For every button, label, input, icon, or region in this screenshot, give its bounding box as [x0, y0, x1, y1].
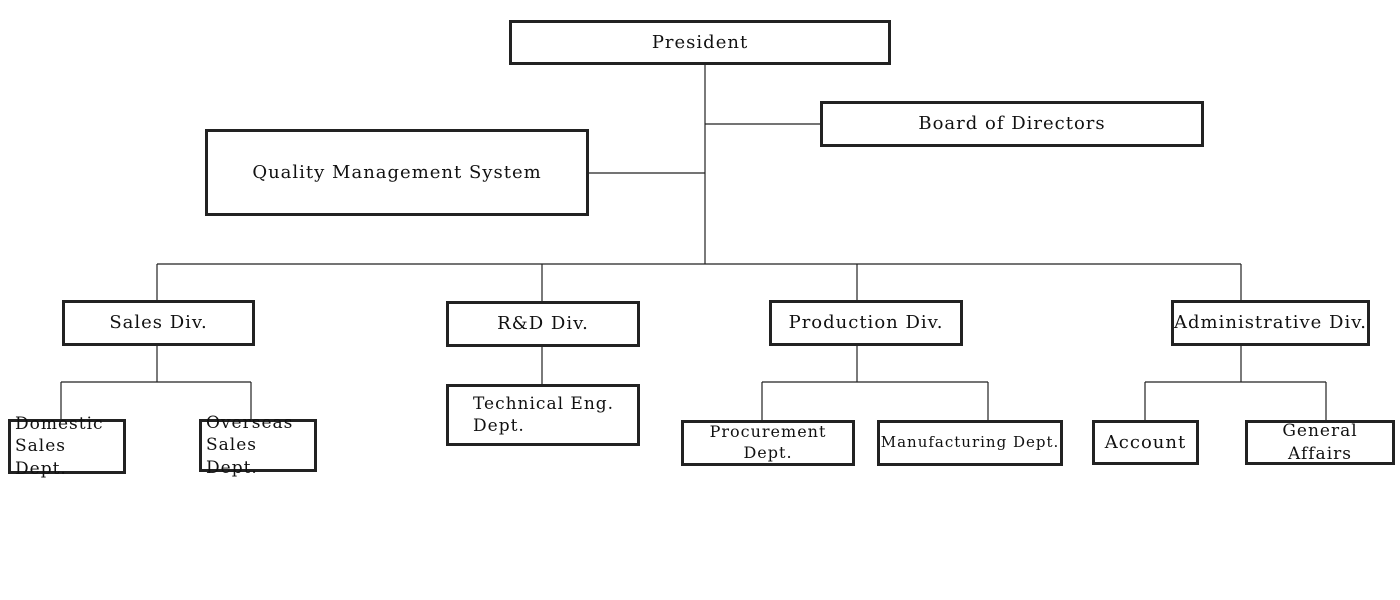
president-box: President [509, 20, 891, 65]
domestic-sales-dept-box: Domestic Sales Dept. [8, 414, 126, 479]
production-division-box: Production Div. [769, 300, 963, 346]
president-label: President [651, 31, 749, 53]
quality-management-system-box: Quality Management System [205, 129, 589, 216]
manufacturing-dept-label: Manufacturing Dept. [880, 433, 1060, 452]
procurement-dept-box: Procurement Dept. [681, 420, 855, 466]
overseas-sales-dept-box: Overseas Sales Dept. [199, 413, 317, 478]
technical-eng-dept-label: Technical Eng. Dept. [473, 393, 615, 436]
administrative-division-box: Administrative Div. [1171, 300, 1370, 346]
procurement-dept-label: Procurement Dept. [709, 422, 827, 462]
board-of-directors-box: Board of Directors [820, 101, 1204, 147]
board-of-directors-label: Board of Directors [918, 113, 1106, 135]
rnd-division-label: R&D Div. [497, 313, 589, 335]
administrative-division-label: Administrative Div. [1174, 312, 1367, 334]
rnd-division-box: R&D Div. [446, 301, 640, 347]
domestic-sales-dept-label: Domestic Sales Dept. [15, 414, 104, 479]
overseas-sales-dept-label: Overseas Sales Dept. [206, 413, 294, 478]
general-affairs-box: General Affairs [1245, 420, 1395, 465]
account-label: Account [1104, 431, 1187, 453]
production-division-label: Production Div. [788, 312, 944, 334]
technical-eng-dept-box: Technical Eng. Dept. [446, 384, 640, 446]
general-affairs-label: General Affairs [1282, 421, 1358, 464]
account-box: Account [1092, 420, 1199, 465]
sales-division-box: Sales Div. [62, 300, 255, 346]
quality-management-system-label: Quality Management System [252, 161, 542, 183]
manufacturing-dept-box: Manufacturing Dept. [877, 420, 1063, 466]
sales-division-label: Sales Div. [109, 312, 208, 334]
